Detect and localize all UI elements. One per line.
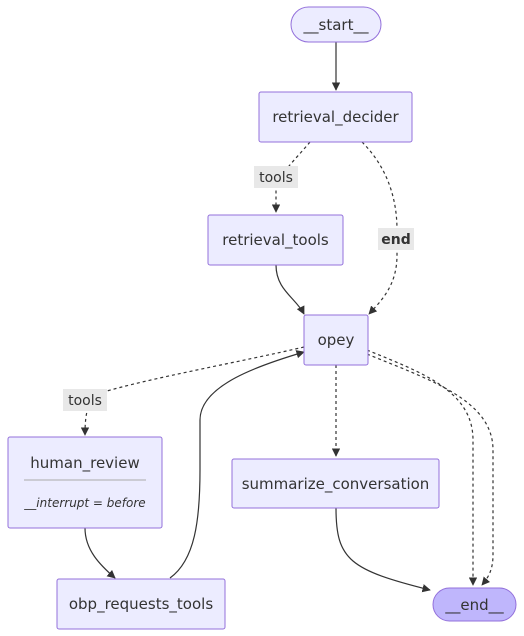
- node-end[interactable]: __end__: [432, 587, 517, 622]
- node-summarize-conversation[interactable]: summarize_conversation: [231, 458, 440, 509]
- svg-text:tools: tools: [68, 393, 102, 409]
- node-start[interactable]: __start__: [290, 6, 382, 43]
- edge-opey-to-human-review: [80, 346, 305, 436]
- node-retrieval-decider[interactable]: retrieval_decider: [258, 91, 413, 143]
- svg-text:obp_requests_tools: obp_requests_tools: [69, 595, 213, 614]
- edge-summarize-to-end: [335, 507, 431, 593]
- svg-text:retrieval_tools: retrieval_tools: [222, 231, 329, 250]
- node-retrieval-tools[interactable]: retrieval_tools: [207, 214, 344, 266]
- svg-text:__start__: __start__: [303, 16, 369, 35]
- svg-text:end: end: [381, 232, 410, 248]
- edge-obp-to-opey: [169, 350, 305, 579]
- human-review-interrupt-note: __interrupt = before: [23, 496, 145, 510]
- edge-retrieval-tools-to-opey: [275, 264, 305, 315]
- edges: [80, 42, 494, 593]
- edge-label-decider-end: end: [378, 228, 414, 250]
- svg-text:tools: tools: [259, 170, 293, 186]
- node-opey[interactable]: opey: [303, 314, 369, 366]
- node-human-review[interactable]: human_review __interrupt = before: [7, 436, 163, 529]
- node-obp-requests-tools[interactable]: obp_requests_tools: [56, 578, 226, 630]
- svg-text:retrieval_decider: retrieval_decider: [272, 108, 399, 127]
- edge-label-opey-tools: tools: [63, 389, 107, 411]
- edge-label-decider-tools: tools: [254, 166, 298, 188]
- edge-human-review-to-obp: [84, 527, 116, 579]
- svg-text:summarize_conversation: summarize_conversation: [242, 475, 430, 494]
- edge-opey-to-end-2: [366, 353, 494, 586]
- svg-text:__end__: __end__: [444, 596, 504, 615]
- svg-text:human_review: human_review: [30, 454, 139, 473]
- svg-text:opey: opey: [318, 331, 355, 349]
